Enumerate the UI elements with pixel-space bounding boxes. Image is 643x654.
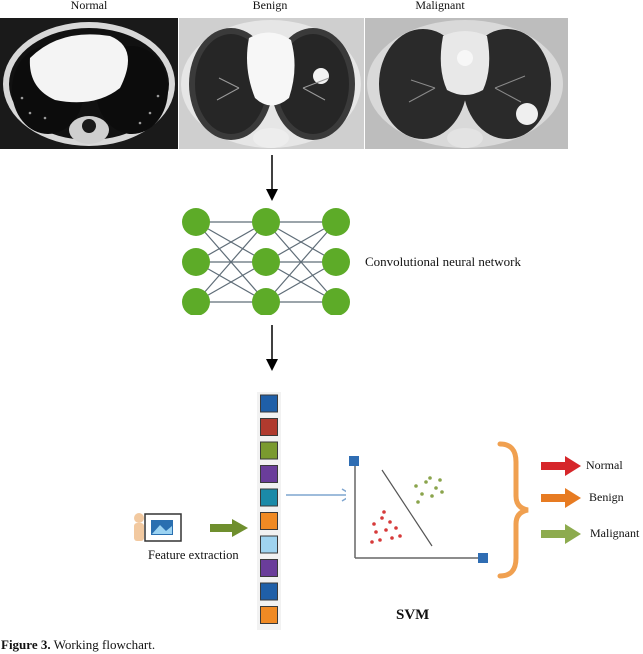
arrow-right-icon [541,488,581,508]
output-label-normal: Normal [586,458,623,472]
feature-extraction-label: Feature extraction [148,548,239,562]
curly-brace-icon [497,441,529,579]
output-label-benign: Benign [589,490,624,504]
cnn-node [182,208,210,236]
feature-cell [260,606,278,624]
arrow-right-icon [541,524,581,544]
cnn-label: Convolutional neural network [365,254,521,269]
ct-scan-malignant [365,18,568,149]
arrow-down-icon [266,155,278,201]
cnn-node [322,248,350,276]
feature-cell [260,441,278,460]
svm-class-green-points [414,476,444,504]
cnn-node [252,288,280,315]
feature-cell [260,394,278,413]
cnn-node [182,288,210,315]
svm-decision-boundary [381,469,433,547]
cnn-node [322,208,350,236]
cnn-diagram [182,208,350,315]
svm-plot [346,452,496,570]
feature-cell [260,488,278,507]
feature-cell [260,582,278,601]
cnn-node [182,248,210,276]
cnn-node [252,208,280,236]
ct-label-benign: Benign [252,0,288,12]
arrow-right-icon [541,456,581,476]
svm-class-red-points [370,510,402,544]
figure-caption-number: Figure 3. [1,637,51,652]
feature-vector [257,392,281,630]
figure-caption: Figure 3. Working flowchart. [1,637,155,653]
ct-scan-normal [0,18,178,149]
image-icon [134,513,182,542]
cnn-node [322,288,350,315]
feature-cell [260,559,278,577]
figure-caption-text: Working flowchart. [50,637,156,652]
axis-marker-icon [478,553,488,563]
ct-scan-benign [179,18,364,149]
feature-cell [260,512,278,530]
ct-label-normal: Normal [70,0,108,12]
arrow-right-icon [210,519,248,537]
ct-label-malignant: Malignant [415,0,465,12]
feature-cell [260,418,278,436]
cnn-nodes [182,208,350,315]
cnn-node [252,248,280,276]
feature-cell [260,535,278,554]
output-label-malignant: Malignant [590,526,640,540]
axis-marker-icon [349,456,359,466]
feature-cell [260,465,278,483]
svm-label: SVM [396,607,430,623]
arrow-down-icon [266,325,278,371]
ct-scan-strip [0,18,568,149]
